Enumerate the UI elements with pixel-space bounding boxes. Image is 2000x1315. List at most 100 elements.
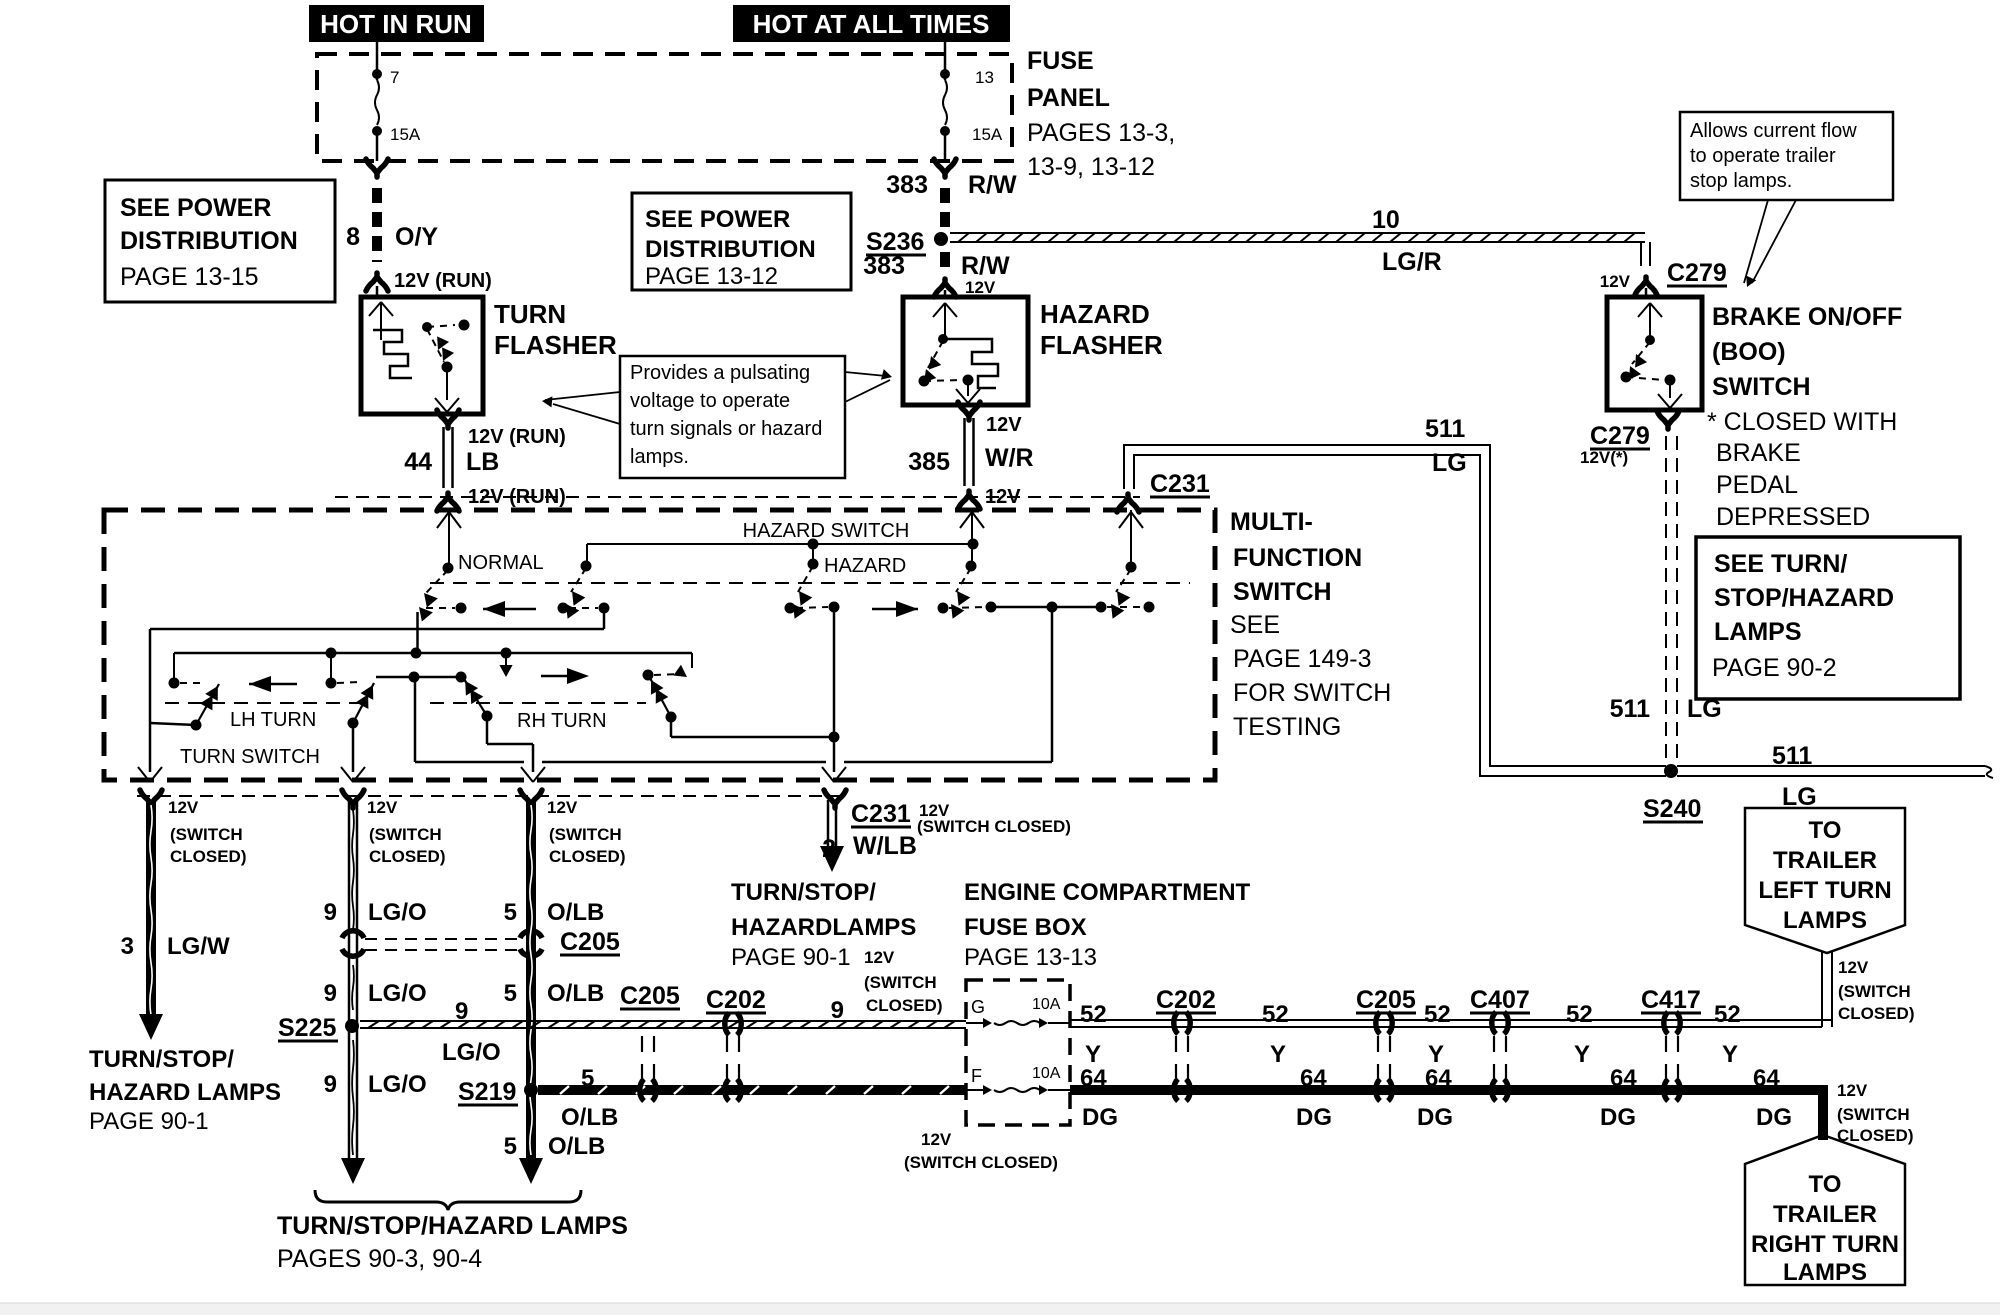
svg-text:TURN/STOP/HAZARD LAMPS: TURN/STOP/HAZARD LAMPS xyxy=(277,1212,628,1240)
svg-text:lamps.: lamps. xyxy=(630,446,689,468)
svg-text:stop lamps.: stop lamps. xyxy=(1690,170,1792,192)
svg-text:FUNCTION: FUNCTION xyxy=(1233,544,1362,572)
svg-text:9: 9 xyxy=(324,980,337,1007)
svg-text:LAMPS: LAMPS xyxy=(1783,907,1867,934)
svg-text:TURN: TURN xyxy=(494,299,566,329)
svg-text:PAGE 13-13: PAGE 13-13 xyxy=(964,944,1097,971)
svg-text:(SWITCH: (SWITCH xyxy=(1837,1105,1910,1124)
svg-text:DISTRIBUTION: DISTRIBUTION xyxy=(120,227,298,255)
svg-text:52: 52 xyxy=(1262,1001,1289,1028)
svg-text:52: 52 xyxy=(1714,1001,1741,1028)
svg-text:TO: TO xyxy=(1809,817,1842,844)
svg-text:15A: 15A xyxy=(390,125,421,144)
svg-text:STOP/HAZARD: STOP/HAZARD xyxy=(1714,584,1894,612)
svg-text:FLASHER: FLASHER xyxy=(494,330,617,360)
svg-text:RH TURN: RH TURN xyxy=(517,710,607,732)
svg-text:C231: C231 xyxy=(1150,470,1210,498)
svg-text:12V: 12V xyxy=(965,278,996,297)
svg-text:DEPRESSED: DEPRESSED xyxy=(1716,503,1870,531)
svg-text:5: 5 xyxy=(504,1133,517,1160)
svg-text:DG: DG xyxy=(1417,1104,1453,1131)
svg-text:PAGE 13-12: PAGE 13-12 xyxy=(645,263,778,290)
svg-text:(SWITCH: (SWITCH xyxy=(369,825,442,844)
svg-text:383: 383 xyxy=(886,171,928,199)
svg-text:W/R: W/R xyxy=(985,444,1034,472)
svg-text:HAZARD LAMPS: HAZARD LAMPS xyxy=(89,1079,281,1106)
svg-text:BRAKE: BRAKE xyxy=(1716,439,1801,467)
svg-text:LB: LB xyxy=(466,448,499,476)
svg-text:Y: Y xyxy=(1270,1041,1286,1068)
svg-text:SEE POWER: SEE POWER xyxy=(120,194,271,222)
svg-text:LG/R: LG/R xyxy=(1382,248,1442,276)
svg-text:PANEL: PANEL xyxy=(1027,84,1110,112)
svg-text:RIGHT TURN: RIGHT TURN xyxy=(1751,1231,1899,1258)
svg-text:10A: 10A xyxy=(1032,1065,1061,1082)
svg-text:TO: TO xyxy=(1809,1171,1842,1198)
svg-text:LG/O: LG/O xyxy=(368,899,427,926)
svg-text:C279: C279 xyxy=(1590,422,1650,450)
svg-text:W/LB: W/LB xyxy=(853,832,917,860)
svg-text:(SWITCH: (SWITCH xyxy=(549,825,622,844)
svg-text:CLOSED): CLOSED) xyxy=(549,847,626,866)
svg-text:O/LB: O/LB xyxy=(548,1133,605,1160)
svg-text:HAZARD: HAZARD xyxy=(824,555,906,577)
svg-text:TURN/STOP/: TURN/STOP/ xyxy=(89,1046,234,1073)
svg-text:44: 44 xyxy=(404,448,432,476)
svg-text:C205: C205 xyxy=(1356,986,1416,1014)
svg-text:DISTRIBUTION: DISTRIBUTION xyxy=(645,236,816,263)
svg-text:FLASHER: FLASHER xyxy=(1040,330,1163,360)
svg-text:MULTI-: MULTI- xyxy=(1230,508,1313,536)
svg-text:Y: Y xyxy=(1574,1041,1590,1068)
svg-text:Y: Y xyxy=(1722,1041,1738,1068)
svg-text:CLOSED): CLOSED) xyxy=(1838,1004,1915,1023)
svg-text:CLOSED): CLOSED) xyxy=(170,847,247,866)
svg-text:LG/O: LG/O xyxy=(368,980,427,1007)
svg-text:PAGE 149-3: PAGE 149-3 xyxy=(1233,645,1372,673)
svg-text:O/LB: O/LB xyxy=(547,899,604,926)
svg-text:13: 13 xyxy=(975,68,994,87)
svg-text:64: 64 xyxy=(1300,1065,1327,1092)
svg-text:O/Y: O/Y xyxy=(395,223,438,251)
svg-text:12V: 12V xyxy=(367,798,398,817)
svg-text:S240: S240 xyxy=(1643,795,1701,823)
svg-text:LAMPS: LAMPS xyxy=(1714,618,1802,646)
svg-text:HAZARDLAMPS: HAZARDLAMPS xyxy=(731,914,916,941)
svg-text:LG/O: LG/O xyxy=(368,1071,427,1098)
svg-text:C279: C279 xyxy=(1667,259,1727,287)
svg-text:FUSE BOX: FUSE BOX xyxy=(964,914,1087,941)
svg-text:LAMPS: LAMPS xyxy=(1783,1259,1867,1286)
svg-text:S225: S225 xyxy=(278,1014,336,1042)
svg-text:SWITCH: SWITCH xyxy=(1233,578,1332,606)
svg-text:12V: 12V xyxy=(1838,958,1869,977)
svg-text:C417: C417 xyxy=(1641,986,1701,1014)
svg-text:DG: DG xyxy=(1600,1104,1636,1131)
svg-text:12V: 12V xyxy=(1600,272,1631,291)
svg-text:Y: Y xyxy=(1085,1041,1101,1068)
svg-text:voltage to operate: voltage to operate xyxy=(630,390,790,412)
svg-text:DG: DG xyxy=(1082,1104,1118,1131)
svg-text:S236: S236 xyxy=(866,228,924,256)
svg-text:HAZARD: HAZARD xyxy=(1040,299,1150,329)
svg-text:PAGE 90-2: PAGE 90-2 xyxy=(1712,654,1837,682)
svg-text:12V: 12V xyxy=(547,798,578,817)
svg-text:LH TURN: LH TURN xyxy=(230,709,316,731)
svg-text:(SWITCH: (SWITCH xyxy=(864,973,937,992)
svg-text:PAGE 13-15: PAGE 13-15 xyxy=(120,263,259,291)
svg-text:TESTING: TESTING xyxy=(1233,713,1341,741)
svg-text:R/W: R/W xyxy=(961,252,1010,280)
svg-text:LG: LG xyxy=(1432,449,1467,477)
svg-text:12V(*): 12V(*) xyxy=(1580,448,1628,467)
svg-text:9: 9 xyxy=(455,998,468,1025)
svg-text:383: 383 xyxy=(863,252,905,280)
svg-text:ENGINE COMPARTMENT: ENGINE COMPARTMENT xyxy=(964,879,1251,906)
svg-text:12V (RUN): 12V (RUN) xyxy=(394,270,492,292)
svg-text:12V (RUN): 12V (RUN) xyxy=(468,426,566,448)
svg-text:5: 5 xyxy=(504,899,517,926)
svg-text:HOT AT ALL TIMES: HOT AT ALL TIMES xyxy=(753,9,990,39)
svg-text:LG/O: LG/O xyxy=(442,1039,501,1066)
svg-text:HOT IN RUN: HOT IN RUN xyxy=(320,9,472,39)
svg-text:3: 3 xyxy=(121,933,134,960)
svg-text:511: 511 xyxy=(1610,695,1650,723)
svg-text:C407: C407 xyxy=(1470,986,1530,1014)
svg-text:PAGES 90-3, 90-4: PAGES 90-3, 90-4 xyxy=(277,1245,482,1273)
